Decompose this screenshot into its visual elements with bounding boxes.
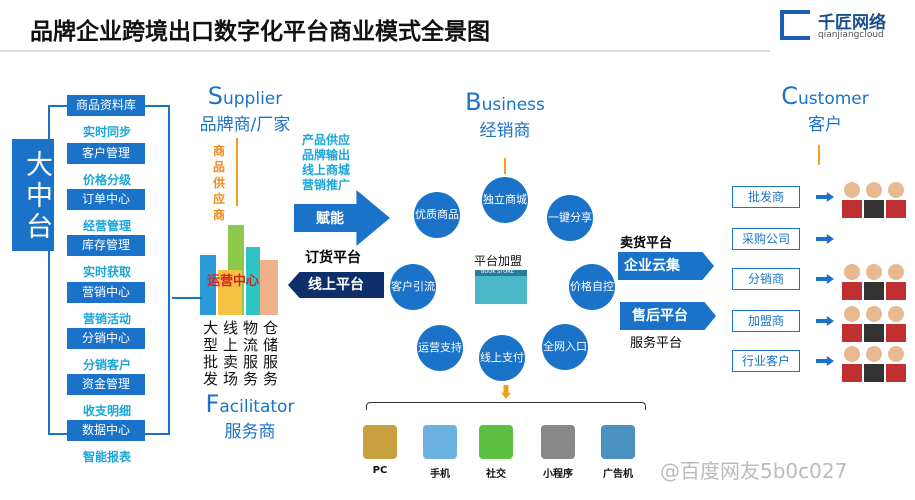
services-list: 大型批发 线上卖场 物流服务 仓储服务 xyxy=(203,320,283,388)
franchise-label: 平台加盟 xyxy=(474,254,523,268)
sales-platform-label: 卖货平台 xyxy=(620,236,673,251)
empower-features: 产品供应 品牌输出 线上商城 营销推广 xyxy=(302,133,350,193)
platform-label: 实时同步 xyxy=(82,125,131,139)
supply-label: 商品供应商 xyxy=(213,144,226,222)
platform-label: 智能报表 xyxy=(82,450,131,464)
platform-label: 收支明细 xyxy=(82,404,131,418)
service-item: 线上卖场 xyxy=(223,319,239,388)
header-divider xyxy=(0,50,770,52)
logo-sub: qianjiangcloud xyxy=(818,30,884,40)
logo: 千匠网络 qianjiangcloud xyxy=(780,8,905,46)
platform-block: 订单中心 xyxy=(67,189,145,210)
down-arrow-icon xyxy=(504,158,506,174)
platform-block: 资金管理 xyxy=(67,374,145,395)
platform-block: 分销中心 xyxy=(67,328,145,349)
right-arrow-icon xyxy=(816,192,834,202)
supplier-cn: 品牌商/厂家 xyxy=(199,115,291,135)
business-node: 全网入口 xyxy=(542,324,588,370)
business-node: 客户引流 xyxy=(390,264,436,310)
right-arrow-icon xyxy=(816,274,834,284)
watermark: @百度网友5b0c027 xyxy=(660,459,848,483)
right-arrow-icon xyxy=(816,316,834,326)
enterprise-cloud-arrow: 企业云集 xyxy=(618,252,714,280)
operations-center-label: 运营中心 xyxy=(207,274,260,289)
customer-type: 加盟商 xyxy=(732,310,800,332)
channel-device-icon xyxy=(363,425,397,459)
people-group-icon xyxy=(842,346,906,382)
service-item: 大型批发 xyxy=(203,319,219,388)
customer-type: 分销商 xyxy=(732,268,800,290)
platform-block: 客户管理 xyxy=(67,143,145,164)
customer-cn: 客户 xyxy=(808,115,842,135)
people-group-icon xyxy=(842,306,906,342)
customer-type: 行业客户 xyxy=(732,350,800,372)
feature-item: 营销推广 xyxy=(302,178,351,192)
feature-item: 线上商城 xyxy=(302,163,351,177)
business-heading: Business xyxy=(465,88,545,116)
platform-block: 库存管理 xyxy=(67,235,145,256)
platform-block: 商品资料库 xyxy=(67,95,145,116)
service-item: 物流服务 xyxy=(243,319,259,388)
business-node: 价格自控 xyxy=(569,264,615,310)
business-node: 优质商品 xyxy=(414,192,460,238)
channel-item: 社交 xyxy=(471,425,521,480)
business-node: 独立商城 xyxy=(482,177,528,223)
channel-device-icon xyxy=(479,425,513,459)
supply-arrow xyxy=(236,138,238,206)
page-title: 品牌企业跨境出口数字化平台商业模式全景图 xyxy=(30,19,490,45)
channel-item: 广告机 xyxy=(593,425,643,480)
platform-label: 价格分级 xyxy=(82,173,131,187)
channel-device-icon xyxy=(601,425,635,459)
down-arrow-icon xyxy=(501,385,511,399)
platform-label: 分销客户 xyxy=(82,358,131,372)
customer-heading: Customer xyxy=(781,82,869,110)
channel-item: PC xyxy=(355,425,405,476)
service-item: 仓储服务 xyxy=(263,319,279,388)
business-cn: 经销商 xyxy=(479,121,531,141)
facilitator-cn: 服务商 xyxy=(224,422,276,442)
people-group-icon xyxy=(842,264,906,300)
aftersales-arrow: 售后平台 xyxy=(620,302,716,330)
logo-mark-icon xyxy=(780,10,810,40)
feature-item: 品牌输出 xyxy=(302,148,351,162)
channel-device-icon xyxy=(541,425,575,459)
customer-type: 采购公司 xyxy=(732,228,800,250)
store-icon: BOOK STORE xyxy=(475,269,527,304)
down-arrow-icon xyxy=(818,145,820,165)
empower-arrow: 赋能 xyxy=(294,190,390,246)
platform-label: 经营管理 xyxy=(82,219,131,233)
platform-label: 营销活动 xyxy=(82,312,131,326)
people-group-icon xyxy=(842,182,906,218)
logo-name: 千匠网络 xyxy=(818,13,886,33)
middle-platform-label: 大中台 xyxy=(12,139,54,251)
channel-item: 小程序 xyxy=(533,425,583,480)
order-platform-label: 订货平台 xyxy=(305,250,361,266)
channel-item: 手机 xyxy=(415,425,465,480)
online-platform-arrow: 线上平台 xyxy=(288,272,384,298)
connector-line xyxy=(172,297,202,299)
service-platform-label: 服务平台 xyxy=(630,336,683,351)
business-node: 一键分享 xyxy=(547,195,593,241)
operations-building-icon xyxy=(200,225,278,315)
platform-label: 实时获取 xyxy=(82,265,131,279)
right-arrow-icon xyxy=(816,356,834,366)
business-node: 线上支付 xyxy=(479,335,525,381)
platform-block: 营销中心 xyxy=(67,282,145,303)
supplier-heading: Supplier xyxy=(207,82,283,110)
channels-brace xyxy=(366,402,646,410)
business-node: 运营支持 xyxy=(417,325,463,371)
platform-block: 数据中心 xyxy=(67,420,145,441)
right-arrow-icon xyxy=(816,234,834,244)
customer-type: 批发商 xyxy=(732,186,800,208)
facilitator-heading: Facilitator xyxy=(205,390,295,418)
feature-item: 产品供应 xyxy=(302,133,351,147)
channel-device-icon xyxy=(423,425,457,459)
